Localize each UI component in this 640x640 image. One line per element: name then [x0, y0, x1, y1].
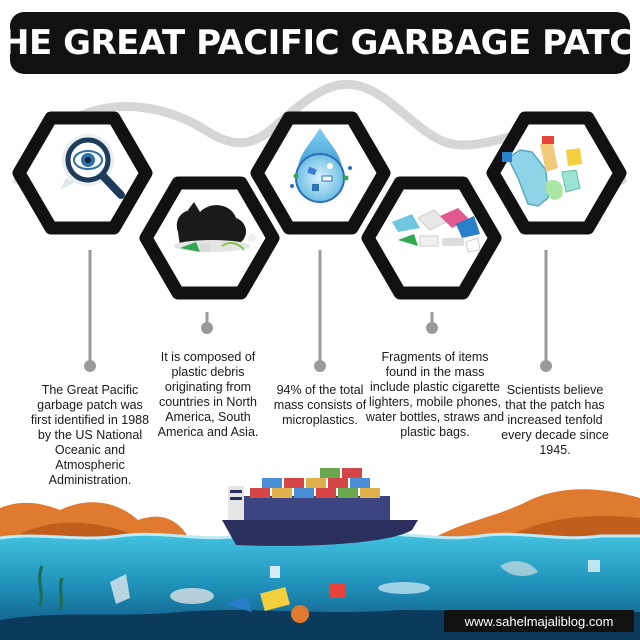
magnifier-eye-icon — [60, 134, 125, 199]
fact-text-3: 94% of the total mass consists of microp… — [273, 383, 367, 427]
hexagon-chain — [12, 111, 627, 300]
title-bar: THE GREAT PACIFIC GARBAGE PATCH — [0, 12, 640, 74]
website-url: www.sahelmajaliblog.com — [464, 613, 614, 629]
cargo-ship — [222, 468, 418, 546]
page-title: THE GREAT PACIFIC GARBAGE PATCH — [0, 23, 640, 63]
water-drop-microplastics-icon — [290, 128, 352, 203]
website-badge: www.sahelmajaliblog.com — [444, 610, 634, 632]
floating-debris — [38, 560, 600, 623]
connectors — [84, 250, 552, 372]
fact-text-5: Scientists believe that the patch has in… — [501, 383, 609, 457]
plastic-bottles-icon — [502, 136, 582, 207]
plastic-fragments-icon — [392, 208, 481, 253]
fact-text-4: Fragments of items found in the mass inc… — [365, 350, 505, 439]
fact-text-1: The Great Pacific garbage patch was firs… — [30, 383, 150, 487]
hexagon-5 — [486, 111, 627, 235]
fact-text-2: It is composed of plastic debris origina… — [157, 350, 259, 439]
garbage-bags-icon — [174, 202, 256, 252]
